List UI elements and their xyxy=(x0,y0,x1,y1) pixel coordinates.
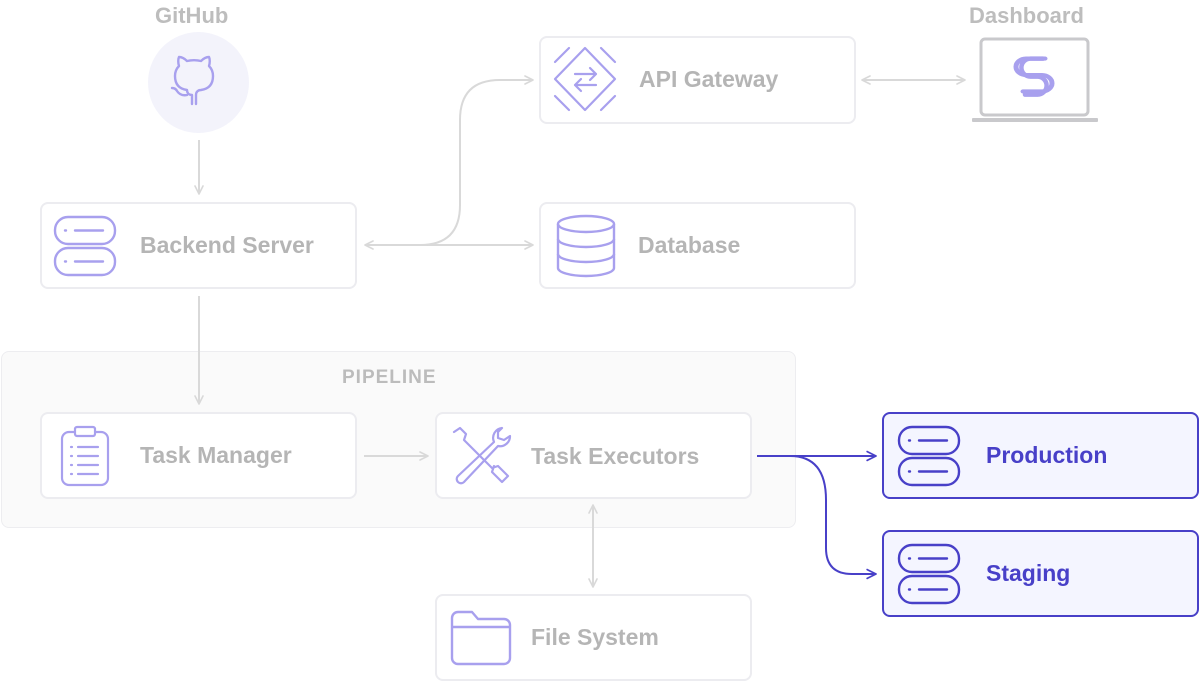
task-executors-label: Task Executors xyxy=(531,443,700,469)
github-label: GitHub xyxy=(155,3,229,28)
node-api-gateway[interactable] xyxy=(539,36,856,124)
staging-label: Staging xyxy=(986,560,1071,586)
edge-executors-staging xyxy=(789,455,877,580)
file-system-label: File System xyxy=(531,624,659,650)
server-icon xyxy=(897,543,961,605)
server-icon xyxy=(897,425,961,487)
folder-icon xyxy=(450,610,512,666)
laptop-icon xyxy=(972,37,1098,122)
server-icon xyxy=(53,215,117,277)
task-manager-label: Task Manager xyxy=(140,442,292,468)
gateway-icon xyxy=(553,46,617,112)
clipboard-icon xyxy=(60,425,110,487)
api-gateway-label: API Gateway xyxy=(639,66,779,92)
pipeline-label: PIPELINE xyxy=(342,367,437,388)
production-label: Production xyxy=(986,442,1108,468)
database-label: Database xyxy=(638,232,741,258)
database-icon xyxy=(556,214,616,278)
tools-icon xyxy=(452,426,512,485)
edge-backend-gateway xyxy=(419,75,534,246)
dashboard-label: Dashboard xyxy=(969,3,1084,28)
node-file-system[interactable] xyxy=(435,594,752,681)
github-octocat-icon xyxy=(148,32,249,133)
backend-server-label: Backend Server xyxy=(140,232,314,258)
